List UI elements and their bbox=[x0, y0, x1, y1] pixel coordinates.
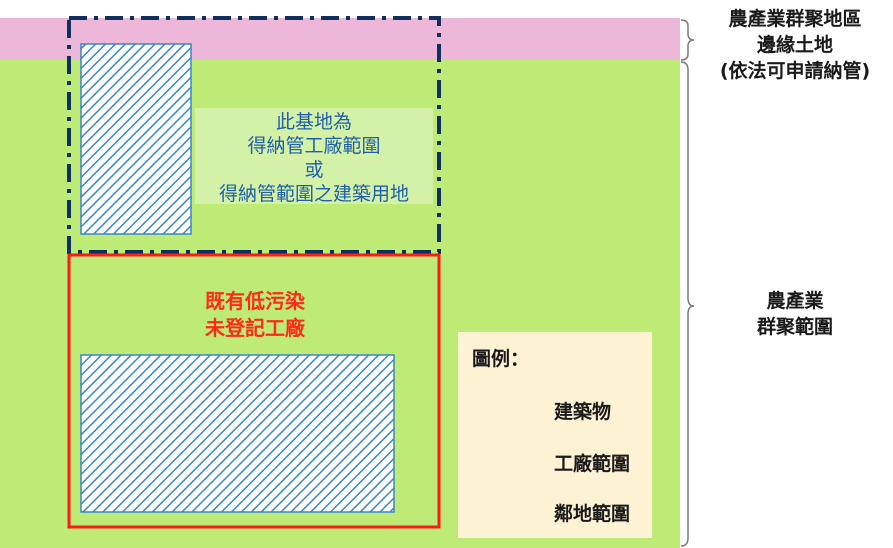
factory-note: 既有低污染 未登記工廠 bbox=[150, 288, 360, 342]
factory-note-line: 既有低污染 bbox=[205, 289, 305, 313]
legend-label-factory: 工廠範圍 bbox=[554, 453, 631, 475]
legend-title: 圖例： bbox=[472, 348, 530, 370]
building-top bbox=[80, 43, 192, 235]
brace-pink-zone bbox=[680, 19, 695, 61]
site-note-line: 得納管範圍之建築用地 bbox=[218, 183, 409, 205]
legend-label-neighbor: 鄰地範圍 bbox=[554, 503, 631, 525]
pink-zone-label-line: 邊緣土地 bbox=[756, 34, 833, 56]
site-note-line: 或 bbox=[304, 159, 324, 181]
green-zone-label-line: 農產業 bbox=[766, 290, 824, 312]
legend-label-building: 建築物 bbox=[554, 401, 612, 423]
factory-boundary bbox=[67, 253, 441, 529]
factory-note-line: 未登記工廠 bbox=[205, 316, 305, 340]
neighbor-boundary bbox=[67, 16, 441, 254]
green-zone-label-line: 群聚範圍 bbox=[756, 316, 833, 338]
site-note-line: 此基地為 bbox=[275, 111, 352, 133]
pink-zone-label: 農產業群聚地區 邊緣土地 (依法可申請納管) bbox=[700, 6, 890, 84]
pink-zone-label-line: (依法可申請納管) bbox=[719, 60, 871, 82]
building-bottom bbox=[80, 354, 395, 513]
pink-zone-label-line: 農產業群聚地區 bbox=[728, 8, 862, 30]
site-note-line: 得納管工廠範圍 bbox=[247, 135, 381, 157]
green-zone-label: 農產業 群聚範圍 bbox=[700, 288, 890, 340]
legend-box: 圖例： 建築物 工廠範圍 鄰地範圍 bbox=[458, 332, 652, 538]
site-note: 此基地為 得納管工廠範圍 或 得納管範圍之建築用地 bbox=[190, 110, 438, 206]
site-note-bg bbox=[195, 108, 433, 204]
brace-green-zone bbox=[680, 61, 695, 547]
